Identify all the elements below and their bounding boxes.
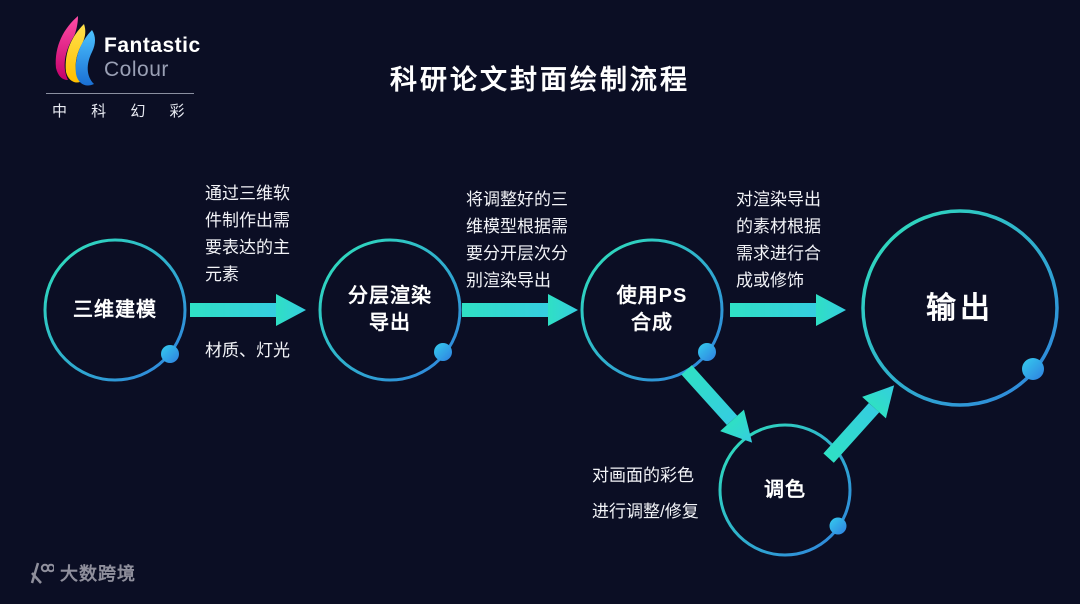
circle-ring-icon bbox=[43, 238, 187, 382]
annotation-grading-note: 对画面的彩色 进行调整/修复 bbox=[592, 466, 699, 521]
circle-ring-icon bbox=[580, 238, 724, 382]
flame-logo-icon bbox=[55, 16, 95, 86]
annotation-compose-note: 对渲染导出 的素材根据 需求进行合 成或修饰 bbox=[736, 190, 821, 290]
annotation-modeling-note: 通过三维软 件制作出需 要表达的主 元素 bbox=[205, 184, 290, 284]
circle-ring-icon bbox=[718, 423, 852, 557]
arrow-right-icon bbox=[730, 294, 846, 326]
arrow-up-right-icon bbox=[823, 385, 895, 463]
brand-name-chinese: 中 科 幻 彩 bbox=[52, 103, 195, 120]
brand-name-bottom: Colour bbox=[104, 58, 169, 81]
watermark-text: 大数跨境 bbox=[60, 564, 136, 584]
flow-node-3d-modeling: 三维建模 bbox=[40, 235, 190, 385]
circle-dot-icon bbox=[161, 345, 179, 363]
circle-ring-icon bbox=[861, 209, 1059, 407]
flow-node-label: 三维建模 bbox=[73, 298, 157, 321]
dashukuajing-logo-icon bbox=[30, 562, 54, 584]
flow-node-layered-render-export: 分层渲染 导出 bbox=[315, 235, 465, 385]
page-title: 科研论文封面绘制流程 bbox=[390, 65, 690, 95]
circle-dot-icon bbox=[434, 343, 452, 361]
arrow-right-icon bbox=[190, 294, 306, 326]
flow-node-output: 输出 bbox=[858, 206, 1062, 410]
watermark: 大数跨境 bbox=[26, 560, 136, 586]
circle-dot-icon bbox=[698, 343, 716, 361]
arrow-down-right-icon bbox=[681, 365, 753, 443]
annotation-render-note: 将调整好的三 维模型根据需 要分开层次分 别渲染导出 bbox=[466, 190, 568, 290]
flow-node-label: 输出 bbox=[926, 291, 994, 325]
annotation-material-light-note: 材质、灯光 bbox=[205, 341, 290, 360]
circle-ring-icon bbox=[318, 238, 462, 382]
logo-divider bbox=[46, 93, 194, 94]
circle-dot-icon bbox=[1022, 358, 1044, 380]
flow-node-color-grading: 调色 bbox=[715, 420, 855, 560]
arrow-right-icon bbox=[462, 294, 578, 326]
circle-dot-icon bbox=[829, 517, 847, 535]
flow-node-ps-compose: 使用PS 合成 bbox=[577, 235, 727, 385]
flow-node-label: 调色 bbox=[764, 478, 806, 501]
brand-name-top: Fantastic bbox=[104, 34, 201, 57]
flow-node-label: 分层渲染 导出 bbox=[348, 285, 432, 334]
flow-node-label: 使用PS 合成 bbox=[616, 285, 688, 334]
